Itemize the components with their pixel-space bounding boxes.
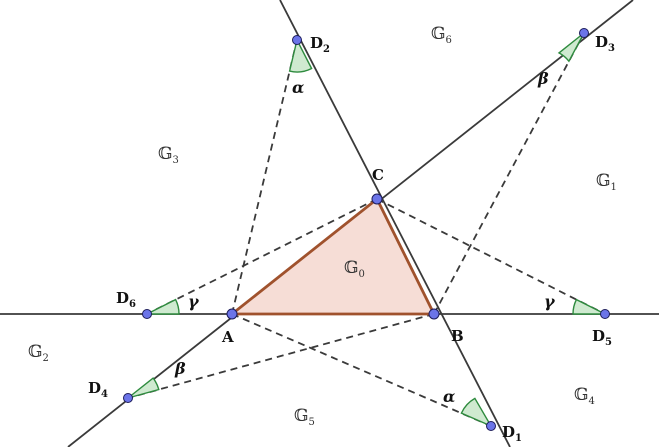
angle-label-alpha-d1: α: [443, 387, 455, 406]
line-bc: [279, 0, 511, 447]
label-c: C: [372, 166, 384, 184]
point-d3[interactable]: [579, 28, 589, 38]
point-b[interactable]: [428, 308, 440, 320]
point-d4[interactable]: [123, 393, 133, 403]
point-d1[interactable]: [486, 421, 496, 431]
label-d4: D4: [88, 379, 108, 400]
label-d6: D6: [116, 289, 136, 310]
label-d2: D2: [310, 34, 330, 55]
label-d1: D1: [502, 423, 522, 444]
dash-a-d2: [231, 39, 298, 315]
region-label-g4: 𝔾4: [574, 385, 595, 407]
point-c[interactable]: [371, 193, 383, 205]
point-d2[interactable]: [292, 35, 302, 45]
region-label-g2: 𝔾2: [28, 342, 49, 364]
label-d3: D3: [595, 33, 615, 54]
region-label-g0: 𝔾0: [344, 258, 365, 280]
point-d5[interactable]: [600, 309, 610, 319]
dash-c-d6: [146, 198, 378, 315]
region-label-g3: 𝔾3: [158, 144, 179, 166]
angle-label-gamma-d6: γ: [188, 292, 200, 311]
angle-arc-d6: [146, 298, 180, 315]
angle-label-gamma-d5: γ: [544, 292, 556, 311]
angle-arc-d1: [460, 397, 493, 428]
label-d5: D5: [592, 327, 612, 348]
angle-arc-d2: [288, 37, 313, 73]
region-label-g1: 𝔾1: [596, 171, 617, 193]
triangle-abc: [227, 196, 437, 316]
angle-label-beta-d3: β: [537, 69, 549, 88]
point-d6[interactable]: [142, 309, 152, 319]
region-label-g5: 𝔾5: [294, 406, 315, 428]
angle-label-beta-d4: β: [174, 359, 186, 378]
dash-c-d5: [376, 198, 606, 315]
angle-arc-d4: [127, 377, 160, 399]
label-b: B: [451, 327, 464, 345]
angle-arc-d5: [572, 298, 606, 315]
angle-arc-d3: [557, 32, 585, 63]
label-a: A: [221, 328, 234, 346]
point-a[interactable]: [226, 308, 238, 320]
dash-b-d3: [433, 32, 585, 315]
angle-label-alpha-d2: α: [292, 78, 304, 97]
region-label-g6: 𝔾6: [431, 24, 452, 46]
dash-b-d4: [127, 313, 435, 399]
